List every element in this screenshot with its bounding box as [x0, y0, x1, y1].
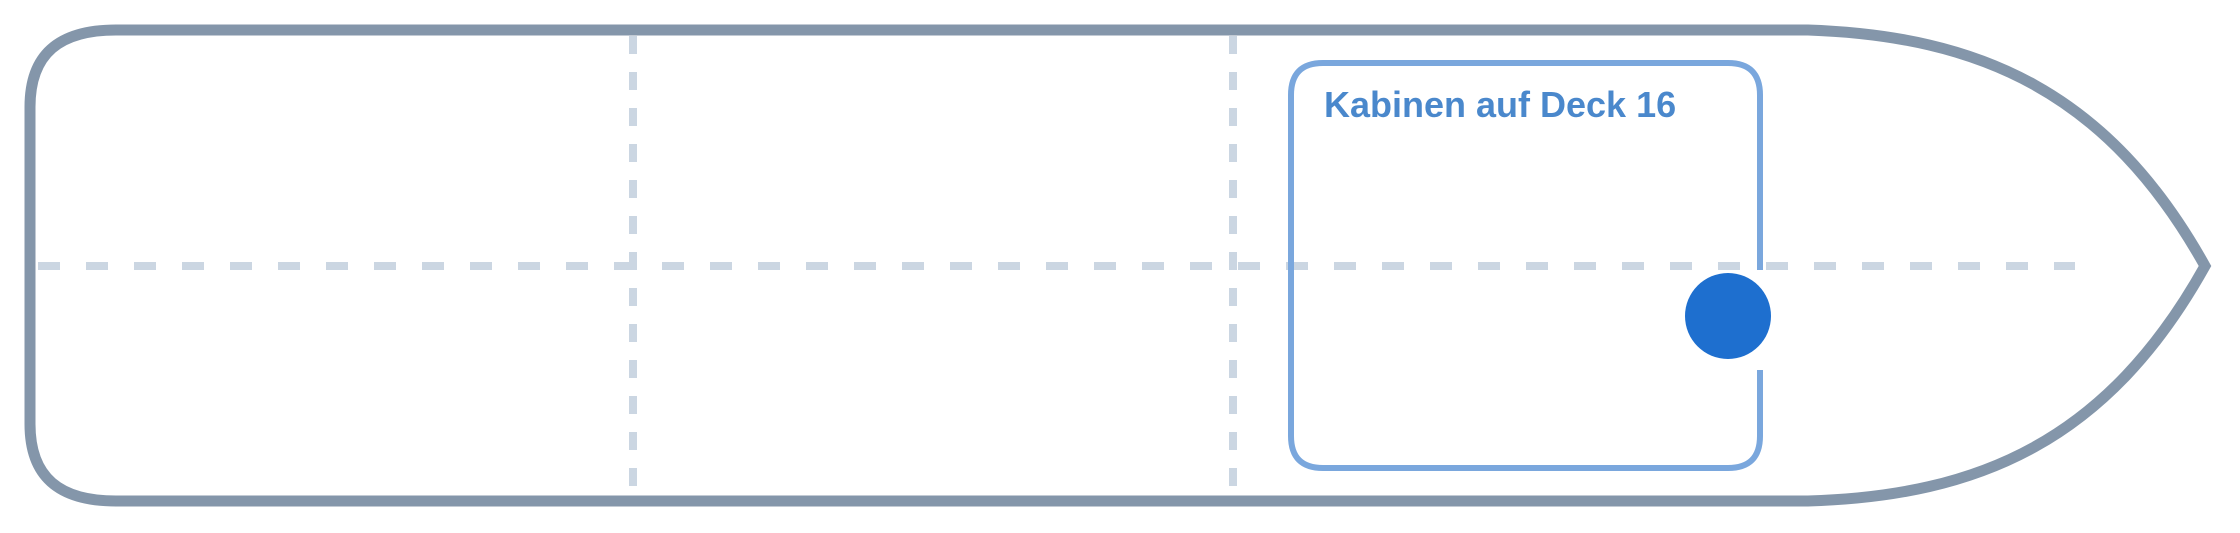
cabin-section-label: Kabinen auf Deck 16 [1324, 84, 1676, 125]
location-dot-icon[interactable] [1685, 273, 1771, 359]
cabin-section-outline [1288, 60, 1763, 471]
hull-outline [24, 24, 2212, 507]
position-marker[interactable] [1685, 273, 1771, 359]
deck-grid-lines [38, 36, 2075, 488]
cabin-section-deck-16[interactable]: Kabinen auf Deck 16 [1288, 60, 1763, 471]
